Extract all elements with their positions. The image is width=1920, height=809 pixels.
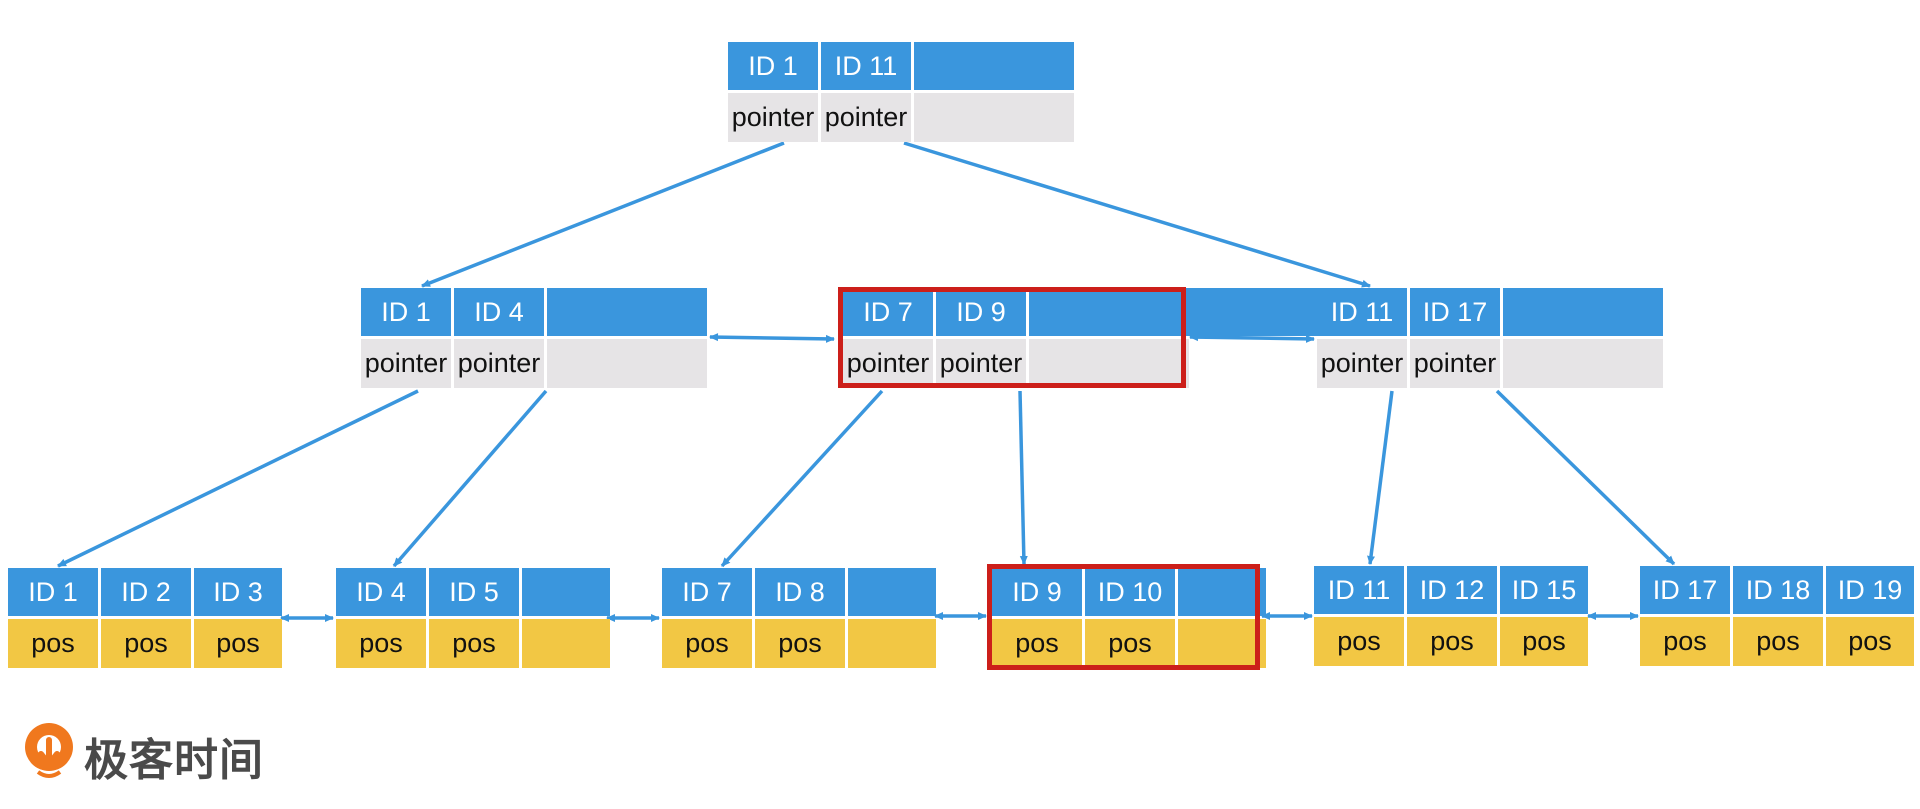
edge-internal-3-to-leaf-5: [1367, 390, 1394, 565]
pos-cell: pos: [755, 619, 845, 668]
logo-text: 极客时间: [84, 736, 264, 785]
pointer-cell: pointer: [1317, 339, 1407, 388]
root-node: ID 1 ID 11 pointer pointer: [728, 42, 1074, 142]
pos-cell: pos: [662, 619, 752, 668]
pos-cell: pos: [1826, 617, 1914, 666]
edge-internal-2-to-leaf-4: [1018, 390, 1028, 565]
key-cell: ID 2: [101, 568, 191, 616]
key-cell: ID 1: [361, 288, 451, 336]
key-cell: ID 17: [1640, 566, 1730, 614]
key-cell: ID 1: [728, 42, 818, 90]
key-cell: ID 12: [1407, 566, 1497, 614]
internal-node-1: ID 1 ID 4 pointer pointer: [361, 288, 707, 388]
leaf-node-4: ID 9 ID 10 pos pos: [992, 568, 1338, 668]
edge-internal-2-to-leaf-3: [720, 389, 884, 568]
pos-cell: pos: [8, 619, 98, 668]
key-cell: ID 15: [1500, 566, 1588, 614]
pos-cell: pos: [1733, 617, 1823, 666]
leaf-node-2: ID 4 ID 5 pos pos: [336, 568, 682, 668]
key-cell: ID 19: [1826, 566, 1914, 614]
key-cell: ID 4: [454, 288, 544, 336]
key-cell: ID 11: [1314, 566, 1404, 614]
key-cell: [1178, 568, 1266, 616]
key-cell: [522, 568, 610, 616]
pos-cell: [848, 619, 936, 668]
key-cell: ID 18: [1733, 566, 1823, 614]
pointer-cell: pointer: [843, 339, 933, 388]
key-cell: [1029, 288, 1369, 336]
key-cell: ID 7: [662, 568, 752, 616]
edge-internal-1-to-leaf-2: [392, 389, 548, 568]
pointer-cell: [1503, 339, 1663, 388]
key-cell: [547, 288, 707, 336]
edge-internal-3-to-leaf-6: [1495, 389, 1676, 566]
key-cell: ID 7: [843, 288, 933, 336]
key-cell: ID 4: [336, 568, 426, 616]
leaf-node-3: ID 7 ID 8 pos pos: [662, 568, 1008, 668]
pos-cell: pos: [1085, 619, 1175, 668]
geektime-logo-icon: [25, 723, 73, 778]
key-cell: ID 17: [1410, 288, 1500, 336]
edge-internal-1-to-leaf-1: [57, 389, 419, 568]
pos-cell: pos: [194, 619, 282, 668]
key-cell: ID 8: [755, 568, 845, 616]
pos-cell: pos: [336, 619, 426, 668]
pos-cell: pos: [1500, 617, 1588, 666]
key-cell: [848, 568, 936, 616]
internal-node-3: ID 11 ID 17 pointer pointer: [1317, 288, 1663, 388]
key-cell: ID 10: [1085, 568, 1175, 616]
pos-cell: pos: [1640, 617, 1730, 666]
pos-cell: pos: [429, 619, 519, 668]
key-cell: ID 9: [936, 288, 1026, 336]
pos-cell: pos: [1407, 617, 1497, 666]
key-cell: [914, 42, 1074, 90]
leaf-node-5: ID 11 ID 12 ID 15 pos pos pos: [1314, 566, 1660, 666]
highlight-frame-internal: [838, 287, 1186, 388]
key-cell: ID 9: [992, 568, 1082, 616]
key-cell: [1503, 288, 1663, 336]
highlight-frame-leaf: [987, 564, 1260, 670]
link-internal-2-3: [1189, 333, 1315, 343]
pointer-cell: [547, 339, 707, 388]
leaf-node-1: ID 1 ID 2 ID 3 pos pos pos: [8, 568, 354, 668]
key-cell: ID 1: [8, 568, 98, 616]
pointer-cell: pointer: [1410, 339, 1500, 388]
pointer-cell: [1029, 339, 1189, 388]
pos-cell: pos: [992, 619, 1082, 668]
edge-root-to-internal-1: [421, 141, 785, 288]
key-cell: ID 11: [821, 42, 911, 90]
pos-cell: pos: [101, 619, 191, 668]
link-internal-1-2: [709, 333, 835, 343]
pos-cell: pos: [1314, 617, 1404, 666]
pointer-cell: pointer: [821, 93, 911, 142]
geektime-logo: 极客时间: [22, 720, 282, 785]
pointer-cell: [914, 93, 1074, 142]
key-cell: ID 11: [1317, 288, 1407, 336]
key-cell: ID 3: [194, 568, 282, 616]
pos-cell: [522, 619, 610, 668]
leaf-node-6: ID 17 ID 18 ID 19 pos pos pos: [1640, 566, 1920, 666]
pointer-cell: pointer: [728, 93, 818, 142]
internal-node-2: ID 7 ID 9 pointer pointer: [843, 288, 1369, 388]
pointer-cell: pointer: [361, 339, 451, 388]
pointer-cell: pointer: [454, 339, 544, 388]
pointer-cell: pointer: [936, 339, 1026, 388]
edge-root-to-internal-3: [903, 141, 1371, 288]
key-cell: ID 5: [429, 568, 519, 616]
pos-cell: [1178, 619, 1266, 668]
